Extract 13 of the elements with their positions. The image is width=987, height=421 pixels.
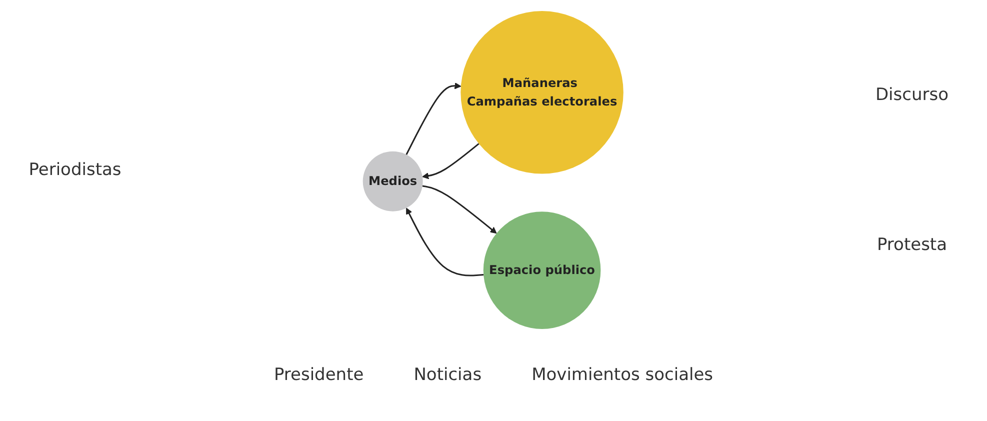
node-circle: Medios: [363, 151, 424, 212]
text-label: Discurso: [874, 85, 950, 105]
arrow: [422, 143, 480, 180]
text-label: Presidente: [274, 365, 364, 385]
arrow: [422, 185, 498, 234]
arrow: [406, 82, 462, 155]
text-label: Periodistas: [28, 160, 122, 180]
text-label: Noticias: [414, 365, 482, 385]
text-label: Movimientos sociales: [532, 365, 714, 385]
node-circle: Espacio público: [484, 212, 602, 329]
arrow: [406, 208, 484, 276]
text-label: Protesta: [876, 235, 948, 255]
node-circle: Mañaneras Campañas electorales: [461, 11, 624, 174]
